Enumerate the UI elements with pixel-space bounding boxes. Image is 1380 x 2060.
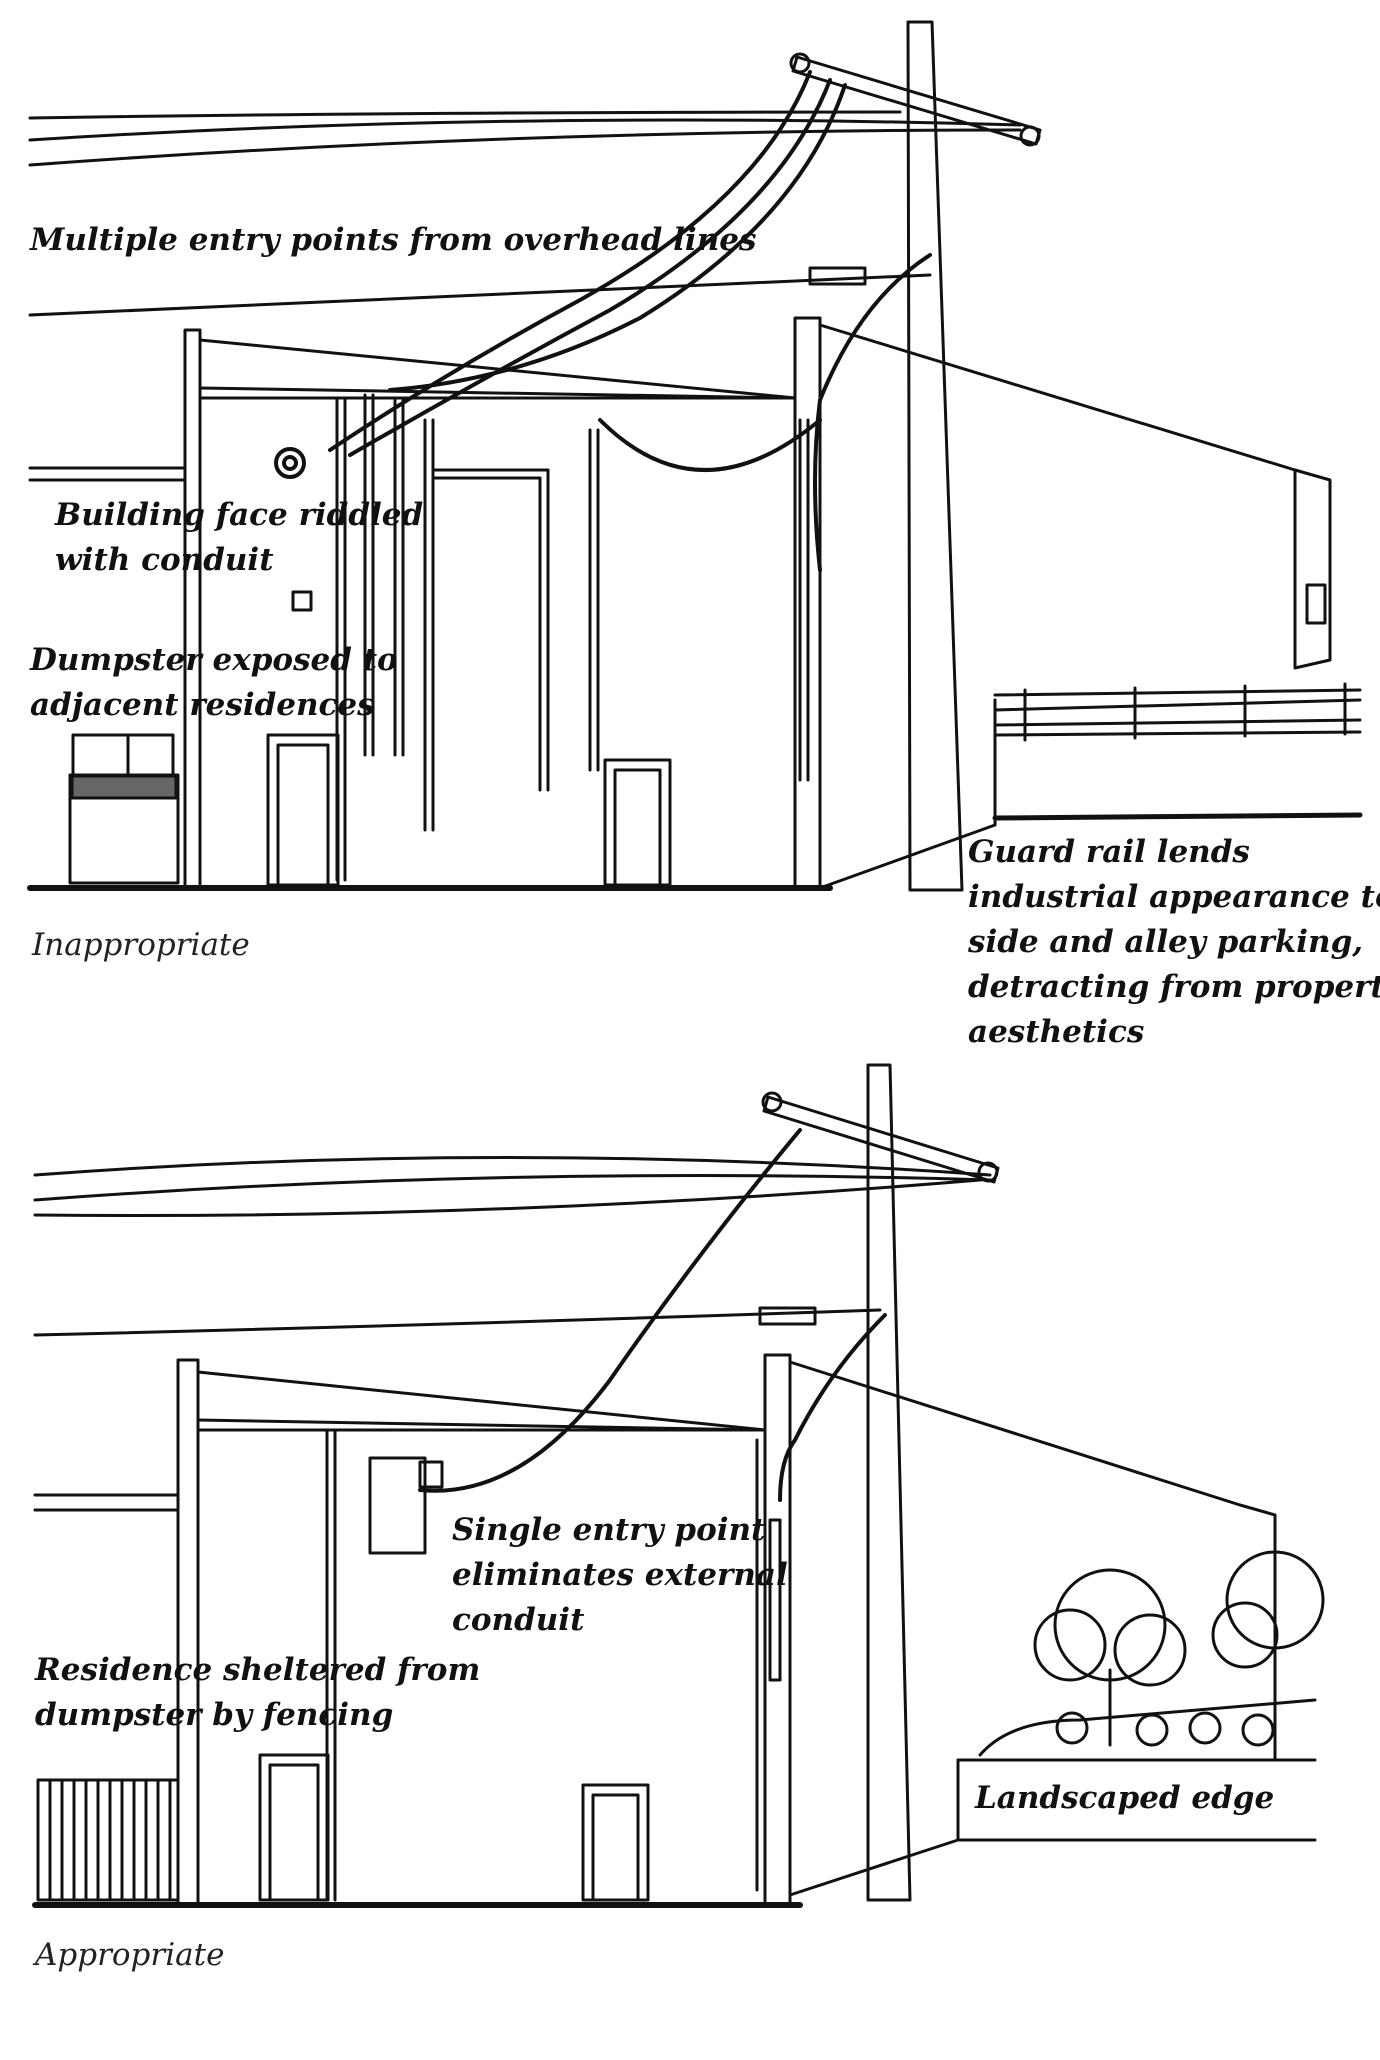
top-panel: Multiple entry points from overhead line… bbox=[27, 20, 1380, 1050]
top-doors bbox=[266, 733, 672, 887]
label-overhead: Multiple entry points from overhead line… bbox=[29, 222, 756, 258]
label-single-line-1: Single entry point bbox=[452, 1512, 766, 1548]
label-conduit-line-2: with conduit bbox=[55, 542, 274, 578]
bottom-panel: Single entry point eliminates external c… bbox=[32, 1063, 1325, 1973]
bottom-building bbox=[32, 1353, 1277, 1908]
label-guardrail-line-3: side and alley parking, bbox=[967, 924, 1363, 960]
bottom-utility-pole bbox=[758, 1063, 1000, 1902]
top-dumpster bbox=[68, 590, 313, 885]
label-conduit-line-1: Building face riddled bbox=[54, 497, 423, 533]
bottom-fence bbox=[36, 1778, 180, 1902]
bottom-landscaping bbox=[956, 1550, 1325, 1842]
label-single-line-3: conduit bbox=[452, 1602, 585, 1638]
caption-appropriate: Appropriate bbox=[32, 1937, 224, 1973]
label-residence-line-2: dumpster by fencing bbox=[35, 1697, 393, 1733]
top-building bbox=[27, 316, 1332, 891]
label-guardrail-line-5: aesthetics bbox=[968, 1014, 1144, 1050]
top-utility-pole bbox=[789, 20, 1042, 892]
label-guardrail-line-2: industrial appearance to bbox=[968, 879, 1380, 915]
label-residence-line-1: Residence sheltered from bbox=[34, 1652, 480, 1688]
bottom-service-cable bbox=[418, 1128, 887, 1502]
label-dumpster-line-1: Dumpster exposed to bbox=[29, 642, 398, 678]
label-landscape: Landscaped edge bbox=[974, 1780, 1274, 1816]
bottom-doors bbox=[258, 1753, 650, 1902]
label-guardrail-line-1: Guard rail lends bbox=[968, 834, 1250, 870]
caption-inappropriate: Inappropriate bbox=[31, 927, 250, 963]
top-guard-rail bbox=[992, 682, 1363, 821]
label-guardrail-line-4: detracting from property bbox=[968, 969, 1380, 1005]
top-overhead-wires bbox=[28, 110, 1022, 317]
label-single-line-2: eliminates external bbox=[452, 1557, 788, 1593]
bottom-meter-box bbox=[368, 1456, 444, 1555]
label-dumpster-line-2: adjacent residences bbox=[30, 687, 375, 723]
bottom-overhead-wires bbox=[33, 1156, 992, 1337]
